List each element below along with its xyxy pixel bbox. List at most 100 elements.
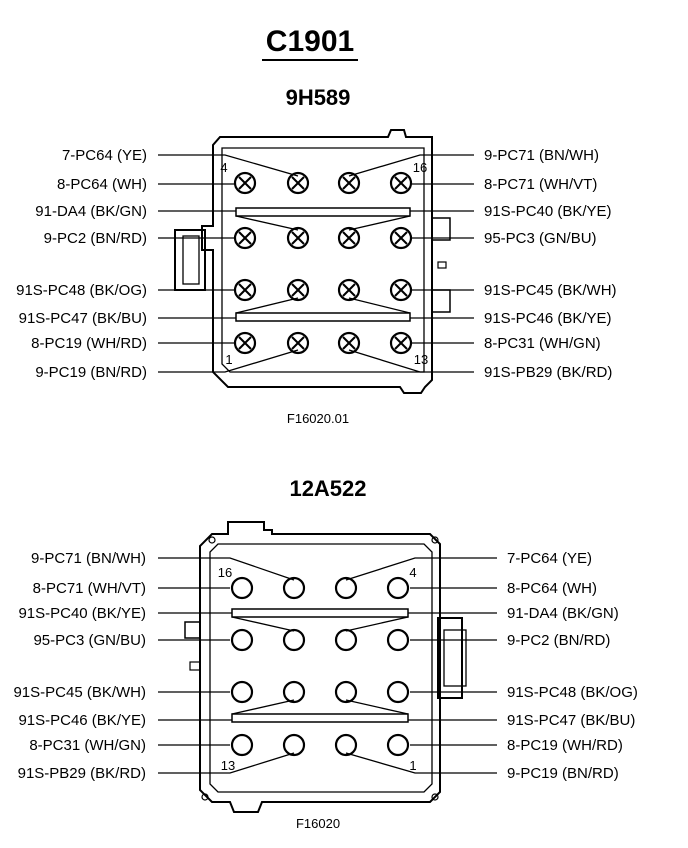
- connector-a-right-wire-label: 91S-PC40 (BK/YE): [484, 203, 612, 220]
- connector-b-figure-number: F16020: [296, 816, 340, 831]
- connector-b-pin: [230, 576, 254, 600]
- connector-a-pin: [286, 226, 310, 250]
- connector-b-left-wire-label: 95-PC3 (GN/BU): [33, 632, 146, 649]
- connector-a-latch: [174, 229, 206, 291]
- connector-a-pin: [233, 331, 257, 355]
- connector-b-bar-link: [345, 699, 409, 715]
- connector-a-bar-link: [235, 297, 299, 314]
- connector-a-right-wire-label: 8-PC31 (WH/GN): [484, 335, 601, 352]
- connector-b-right-wire-label: 91-DA4 (BK/GN): [507, 605, 619, 622]
- connector-a-left-leader-line: [158, 349, 299, 373]
- connector-a-pin: [233, 278, 257, 302]
- connector-a-inner-frame: [221, 147, 425, 373]
- connector-b-right-wire-label: 7-PC64 (YE): [507, 550, 592, 567]
- connector-b-inner-frame: [209, 543, 433, 793]
- connector-b-tab-upper: [184, 621, 201, 639]
- connector-a-right-wire-label: 9-PC71 (BN/WH): [484, 147, 599, 164]
- connector-a-pin: [286, 331, 310, 355]
- connector-a-right-leader-line: [348, 349, 474, 373]
- connector-b-pin: [386, 576, 410, 600]
- connector-b-pin-number: 1: [409, 758, 416, 773]
- connector-b-left-wire-label: 91S-PB29 (BK/RD): [18, 765, 146, 782]
- connector-a-housing: [201, 129, 433, 394]
- connector-b-right-wire-label: 91S-PC47 (BK/BU): [507, 712, 635, 729]
- connector-a-latch-inner: [182, 235, 200, 285]
- connector-12a522: 12A522 16 4 13 1 9-PC71 (BN/WH)8-PC71 (W…: [13, 476, 637, 831]
- connector-a-tab-lower: [431, 289, 451, 313]
- connector-a-left-leader-line: [158, 154, 299, 177]
- connector-b-left-wire-label: 91S-PC45 (BK/WH): [13, 684, 146, 701]
- connector-b-bar-lower: [231, 713, 409, 723]
- connector-a-left-wire-label: 7-PC64 (YE): [62, 147, 147, 164]
- connector-a-left-wire-label: 91S-PC48 (BK/OG): [16, 282, 147, 299]
- connector-a-pin-number: 16: [413, 160, 427, 175]
- connector-a-pin: [389, 171, 413, 195]
- connector-a-pin: [337, 226, 361, 250]
- connector-b-pin: [230, 733, 254, 757]
- connector-a-tab-small: [437, 261, 447, 269]
- connector-b-tab-lower: [189, 661, 201, 671]
- connector-a-bar-link: [348, 215, 411, 231]
- connector-a-pin: [389, 331, 413, 355]
- connector-b-pin: [282, 576, 306, 600]
- connector-a-figure-number: F16020.01: [287, 411, 349, 426]
- connector-b-pin: [334, 680, 358, 704]
- connector-a-right-wire-label: 91S-PC45 (BK/WH): [484, 282, 617, 299]
- connector-a-left-wire-label: 8-PC64 (WH): [57, 176, 147, 193]
- connector-b-pin: [282, 733, 306, 757]
- connector-b-pin-number: 16: [218, 565, 232, 580]
- connector-b-corner-dot: [431, 793, 439, 801]
- connector-b-pin: [334, 628, 358, 652]
- connector-b-housing: [199, 521, 441, 813]
- connector-a-right-wire-label: 91S-PC46 (BK/YE): [484, 310, 612, 327]
- connector-b-pin: [386, 628, 410, 652]
- connector-b-left-wire-label: 9-PC71 (BN/WH): [31, 550, 146, 567]
- connector-a-pin: [233, 171, 257, 195]
- connector-b-left-leader-line: [158, 752, 295, 774]
- connector-b-bar-upper: [231, 608, 409, 618]
- connector-a-part-title: 9H589: [286, 85, 351, 110]
- connector-b-latch: [437, 617, 463, 699]
- connector-9h589: 9H589 4 16 1 13 7-PC64 (YE)8-PC64 (WH)91…: [16, 85, 616, 426]
- connector-a-left-wire-label: 91S-PC47 (BK/BU): [19, 310, 147, 327]
- connector-b-right-wire-label: 8-PC64 (WH): [507, 580, 597, 597]
- connector-a-pin: [337, 278, 361, 302]
- connector-a-left-wire-label: 9-PC2 (BN/RD): [44, 230, 147, 247]
- connector-b-pin: [230, 680, 254, 704]
- connector-a-pin: [286, 278, 310, 302]
- connector-b-corner-dot: [431, 536, 439, 544]
- connector-b-right-wire-label: 9-PC2 (BN/RD): [507, 632, 610, 649]
- connector-a-pin-number: 1: [225, 352, 232, 367]
- connector-b-latch-inner: [443, 629, 467, 687]
- connector-b-pin-number: 4: [409, 565, 416, 580]
- connector-b-right-wire-label: 8-PC19 (WH/RD): [507, 737, 623, 754]
- connector-a-pin-number: 13: [414, 352, 428, 367]
- connector-b-right-leader-line: [345, 752, 497, 774]
- connector-a-right-wire-label: 95-PC3 (GN/BU): [484, 230, 597, 247]
- connector-a-right-wire-label: 91S-PB29 (BK/RD): [484, 364, 612, 381]
- connector-b-part-title: 12A522: [289, 476, 366, 501]
- connector-b-bar-link: [231, 699, 295, 715]
- connector-b-pin: [282, 680, 306, 704]
- connector-a-tab-upper: [431, 217, 451, 241]
- page-title: C1901: [266, 25, 354, 58]
- connector-b-right-wire-label: 91S-PC48 (BK/OG): [507, 684, 638, 701]
- connector-a-right-wire-label: 8-PC71 (WH/VT): [484, 176, 597, 193]
- connector-b-left-wire-label: 91S-PC46 (BK/YE): [18, 712, 146, 729]
- connector-a-bar-link: [348, 297, 411, 314]
- connector-a-bar-lower: [235, 312, 411, 322]
- connector-b-right-leader-line: [345, 557, 497, 581]
- connector-a-pin: [389, 278, 413, 302]
- connector-b-corner-dot: [201, 793, 209, 801]
- connector-b-bar-link: [345, 616, 409, 632]
- connector-a-pin: [286, 171, 310, 195]
- connector-b-pin: [386, 680, 410, 704]
- connector-b-pin: [230, 628, 254, 652]
- connector-b-pin-number: 13: [221, 758, 235, 773]
- connector-a-pin: [233, 226, 257, 250]
- connector-b-left-leader-line: [158, 557, 295, 581]
- connector-a-pin: [337, 171, 361, 195]
- connector-a-right-leader-line: [348, 154, 474, 177]
- connector-a-pin: [389, 226, 413, 250]
